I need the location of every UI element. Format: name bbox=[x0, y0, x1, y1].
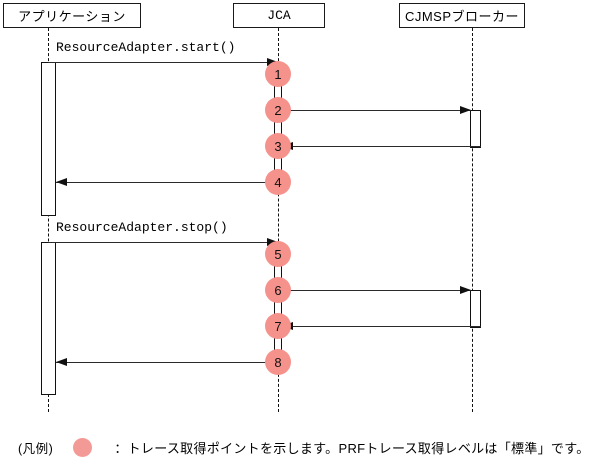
message-line-m2 bbox=[282, 110, 471, 111]
legend: (凡例) ：トレース取得ポイントを示します。PRFトレース取得レベルは「標準」で… bbox=[18, 438, 590, 457]
lifeline-application bbox=[48, 28, 49, 412]
message-line-m3 bbox=[282, 146, 481, 147]
activation-bar-cjmsp-broker-6 bbox=[470, 290, 481, 328]
message-line-m6 bbox=[282, 290, 471, 291]
legend-description: ：トレース取得ポイントを示します。PRFトレース取得レベルは「標準」です。 bbox=[114, 441, 590, 456]
arrow-head-left-m4 bbox=[56, 178, 67, 186]
arrow-head-right-m2 bbox=[460, 106, 471, 114]
trace-point-8: 8 bbox=[265, 349, 291, 375]
activation-bar-application-1 bbox=[41, 62, 56, 216]
trace-point-4: 4 bbox=[265, 169, 291, 195]
trace-point-6: 6 bbox=[265, 277, 291, 303]
participant-label-application: アプリケーション bbox=[18, 9, 126, 24]
legend-trace-point-swatch-icon bbox=[73, 438, 93, 457]
legend-title: (凡例) bbox=[18, 442, 54, 456]
arrow-head-right-m6 bbox=[460, 286, 471, 294]
activation-bar-cjmsp-broker-5 bbox=[470, 110, 481, 148]
activation-bar-application-2 bbox=[41, 242, 56, 395]
trace-point-2: 2 bbox=[265, 97, 291, 123]
trace-point-5: 5 bbox=[265, 241, 291, 267]
message-line-m7 bbox=[282, 326, 481, 327]
participant-box-application: アプリケーション bbox=[3, 3, 141, 28]
trace-point-3: 3 bbox=[265, 133, 291, 159]
trace-point-7: 7 bbox=[265, 313, 291, 339]
message-label-m1: ResourceAdapter.start() bbox=[56, 40, 236, 55]
message-line-m5 bbox=[48, 242, 278, 243]
participant-box-jca: JCA bbox=[233, 3, 325, 28]
arrow-head-left-m8 bbox=[56, 358, 67, 366]
participant-label-jca: JCA bbox=[267, 8, 291, 23]
trace-point-1: 1 bbox=[265, 61, 291, 87]
message-label-m5: ResourceAdapter.stop() bbox=[56, 220, 228, 235]
message-line-m4 bbox=[56, 182, 274, 183]
participant-box-cjmsp-broker: CJMSPブローカー bbox=[399, 3, 525, 28]
participant-label-cjmsp-broker: CJMSPブローカー bbox=[404, 9, 520, 24]
lifeline-cjmsp-broker bbox=[472, 28, 473, 412]
message-line-m8 bbox=[56, 362, 274, 363]
message-line-m1 bbox=[48, 62, 278, 63]
lifeline-jca bbox=[278, 28, 279, 412]
